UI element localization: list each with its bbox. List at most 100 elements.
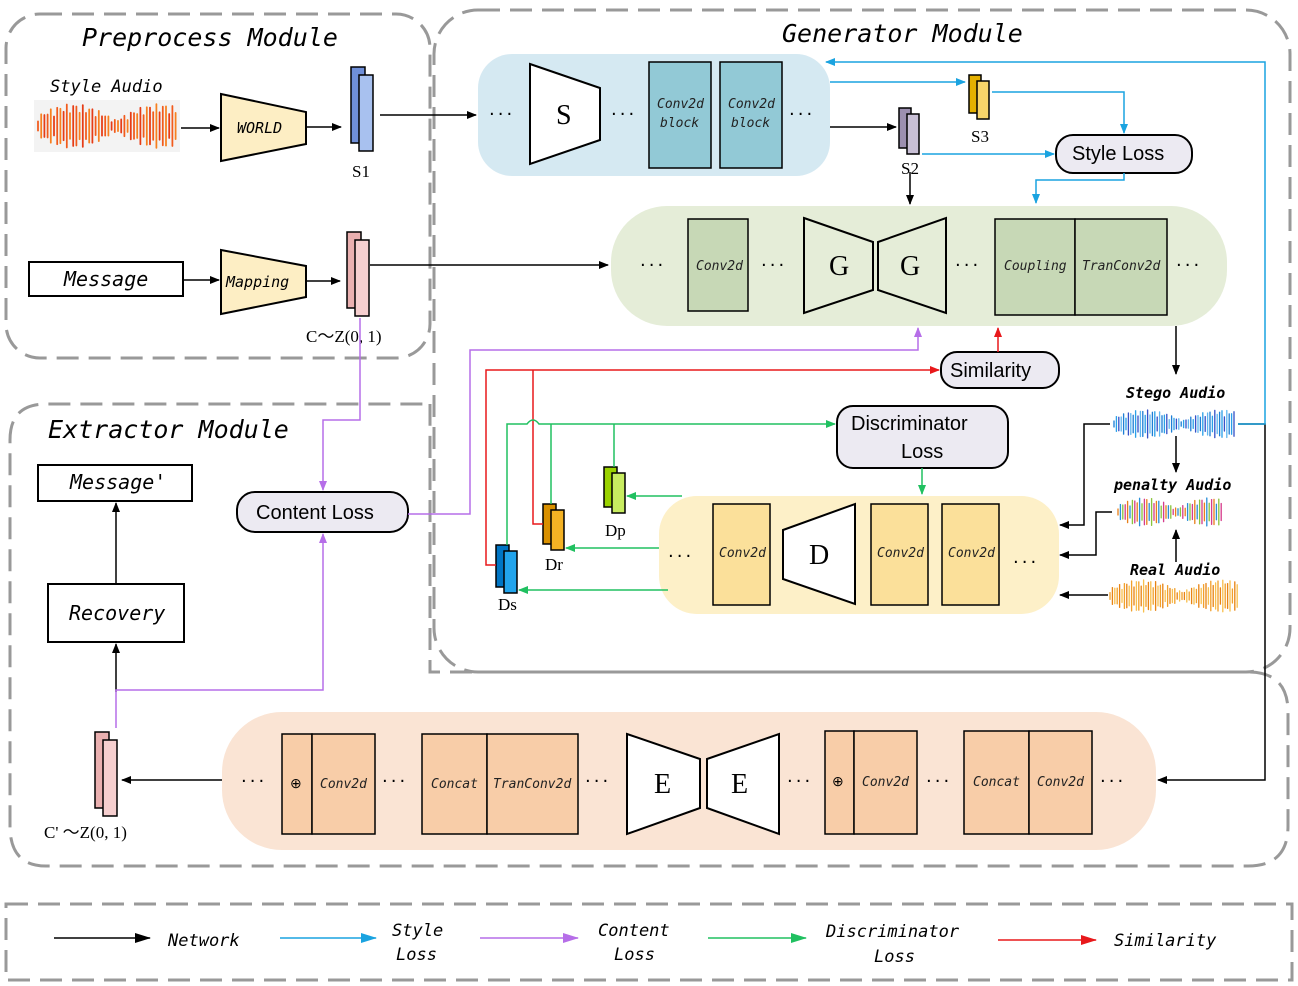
dots: ···: [926, 771, 952, 792]
arrow-penalty-to-discriminator: [1059, 511, 1112, 559]
legend-style-sub: Loss: [396, 945, 437, 965]
g-conv2d-block: [687, 218, 749, 312]
arrow-stego-to-discriminator: [1059, 423, 1110, 529]
penalty-audio-label: penalty Audio: [1113, 476, 1231, 494]
arrow-ds-to-similarity: [485, 366, 940, 566]
message-box: [28, 261, 184, 297]
style-audio-waveform-icon: [34, 100, 180, 152]
e-conv2d-label-1: Conv2d: [320, 777, 367, 792]
e-decoder-label: E: [731, 769, 748, 800]
dots: ···: [668, 546, 694, 567]
dots: ···: [761, 255, 787, 276]
g-encoder-block: [803, 216, 874, 315]
legend-similarity-label: Similarity: [1114, 931, 1217, 951]
legend-discriminator-label: Discriminator: [825, 922, 960, 942]
e-plus-label-1: ⊕: [290, 777, 302, 792]
conv2d-block-1-sub: block: [660, 116, 699, 131]
coupling-block: [994, 218, 1076, 316]
similarity-node: [940, 351, 1060, 389]
d-conv2d-block-3: [941, 503, 1000, 606]
legend-discriminator-sub: Loss: [874, 947, 915, 967]
d-conv2d-block-2: [870, 503, 929, 606]
stego-audio-label: Stego Audio: [1126, 384, 1225, 402]
legend-network-label: Network: [167, 931, 240, 951]
s3-feature-icon: [968, 74, 990, 120]
message-prime-box: [37, 464, 193, 502]
dp-label: Dp: [605, 521, 626, 540]
recovery-label: Recovery: [69, 601, 165, 625]
discriminator-loss-sub: Loss: [901, 441, 943, 463]
e-conv2d-block-1: [311, 733, 376, 835]
extractor-module-frame: [8, 402, 1290, 868]
world-label: WORLD: [237, 119, 282, 137]
s-encoder-label: S: [556, 100, 572, 131]
conv2d-block-2: [719, 61, 783, 169]
dots: ···: [955, 255, 981, 276]
arrow-dr-to-similarity: [532, 370, 543, 525]
e-plus-block-2: [824, 730, 855, 835]
e-conv2d-block-2: [853, 730, 918, 835]
arrow-content-loss-to-generator: [408, 327, 922, 515]
legend-content-sub: Loss: [614, 945, 655, 965]
preprocess-module-frame: [4, 12, 432, 360]
d-discriminator-block: [782, 502, 856, 606]
extractor-module-title: Extractor Module: [48, 415, 289, 444]
g-encoder-label: G: [829, 251, 849, 282]
e-tranconv-label: TranConv2d: [493, 777, 571, 792]
d-conv2d-label-3: Conv2d: [948, 546, 995, 561]
arrow-ds-to-discriminator-loss: [506, 419, 836, 545]
e-conv2d-label-3: Conv2d: [1037, 775, 1084, 790]
dr-feature-icon: [542, 503, 565, 551]
arrow-style-loss-to-generator: [1032, 173, 1125, 204]
dp-feature-icon: [603, 466, 626, 514]
content-loss-node: [236, 491, 409, 533]
conv2d-block-1: [648, 61, 712, 169]
dots: ···: [640, 255, 666, 276]
conv2d-block-2-label: Conv2d: [728, 97, 775, 112]
message-label: Message: [63, 267, 148, 291]
e-tranconv-block: [486, 733, 579, 835]
coupling-label: Coupling: [1004, 259, 1067, 274]
s1-feature-icon: [350, 66, 374, 152]
content-loss-label: Content Loss: [256, 502, 374, 524]
e-decoder-block: [706, 732, 780, 836]
c-distribution-label: C～Z(0, 1): [306, 327, 382, 346]
similarity-label: Similarity: [950, 360, 1031, 382]
message-prime-label: Message': [69, 470, 166, 494]
stego-audio-waveform-icon: [1113, 409, 1235, 439]
c-feature-icon: [346, 231, 370, 317]
e-plus-label-2: ⊕: [832, 775, 844, 790]
dr-label: Dr: [545, 555, 563, 574]
arrow-c-prime-to-content-loss: [115, 533, 327, 728]
s2-label: S2: [901, 159, 919, 178]
generator-module-title: Generator Module: [782, 19, 1023, 48]
ds-label: Ds: [498, 595, 517, 614]
conv2d-block-1-label: Conv2d: [657, 97, 704, 112]
d-discriminator-label: D: [809, 540, 829, 571]
g-tranconv-label: TranConv2d: [1082, 259, 1160, 274]
penalty-audio-waveform-icon: [1117, 497, 1222, 527]
dots: ···: [489, 104, 515, 125]
dots: ···: [1100, 771, 1126, 792]
dots: ···: [787, 771, 813, 792]
g-decoder-label: G: [900, 251, 920, 282]
legend-style-label: Style: [392, 921, 443, 941]
dots: ···: [789, 104, 815, 125]
legend-content-label: Content: [598, 921, 670, 941]
real-audio-waveform-icon: [1109, 579, 1238, 613]
real-audio-label: Real Audio: [1130, 561, 1220, 579]
s2-feature-icon: [898, 107, 920, 155]
d-conv2d-block-1: [712, 503, 771, 606]
mapping-label: Mapping: [225, 273, 289, 291]
e-concat-label-2: Concat: [973, 775, 1020, 790]
c-prime-distribution-label: C' ～Z(0, 1): [44, 823, 127, 842]
e-conv2d-label-2: Conv2d: [862, 775, 909, 790]
style-audio-label: Style Audio: [50, 77, 163, 97]
e-concat-label-1: Concat: [431, 777, 478, 792]
discriminator-loss-label: Discriminator: [851, 413, 968, 435]
arrow-stego-to-s-encoder-style: [825, 58, 1266, 425]
dots: ···: [382, 771, 408, 792]
g-conv2d-label: Conv2d: [696, 259, 743, 274]
conv2d-block-2-sub: block: [731, 116, 770, 131]
generator-module-frame: [432, 8, 1292, 674]
